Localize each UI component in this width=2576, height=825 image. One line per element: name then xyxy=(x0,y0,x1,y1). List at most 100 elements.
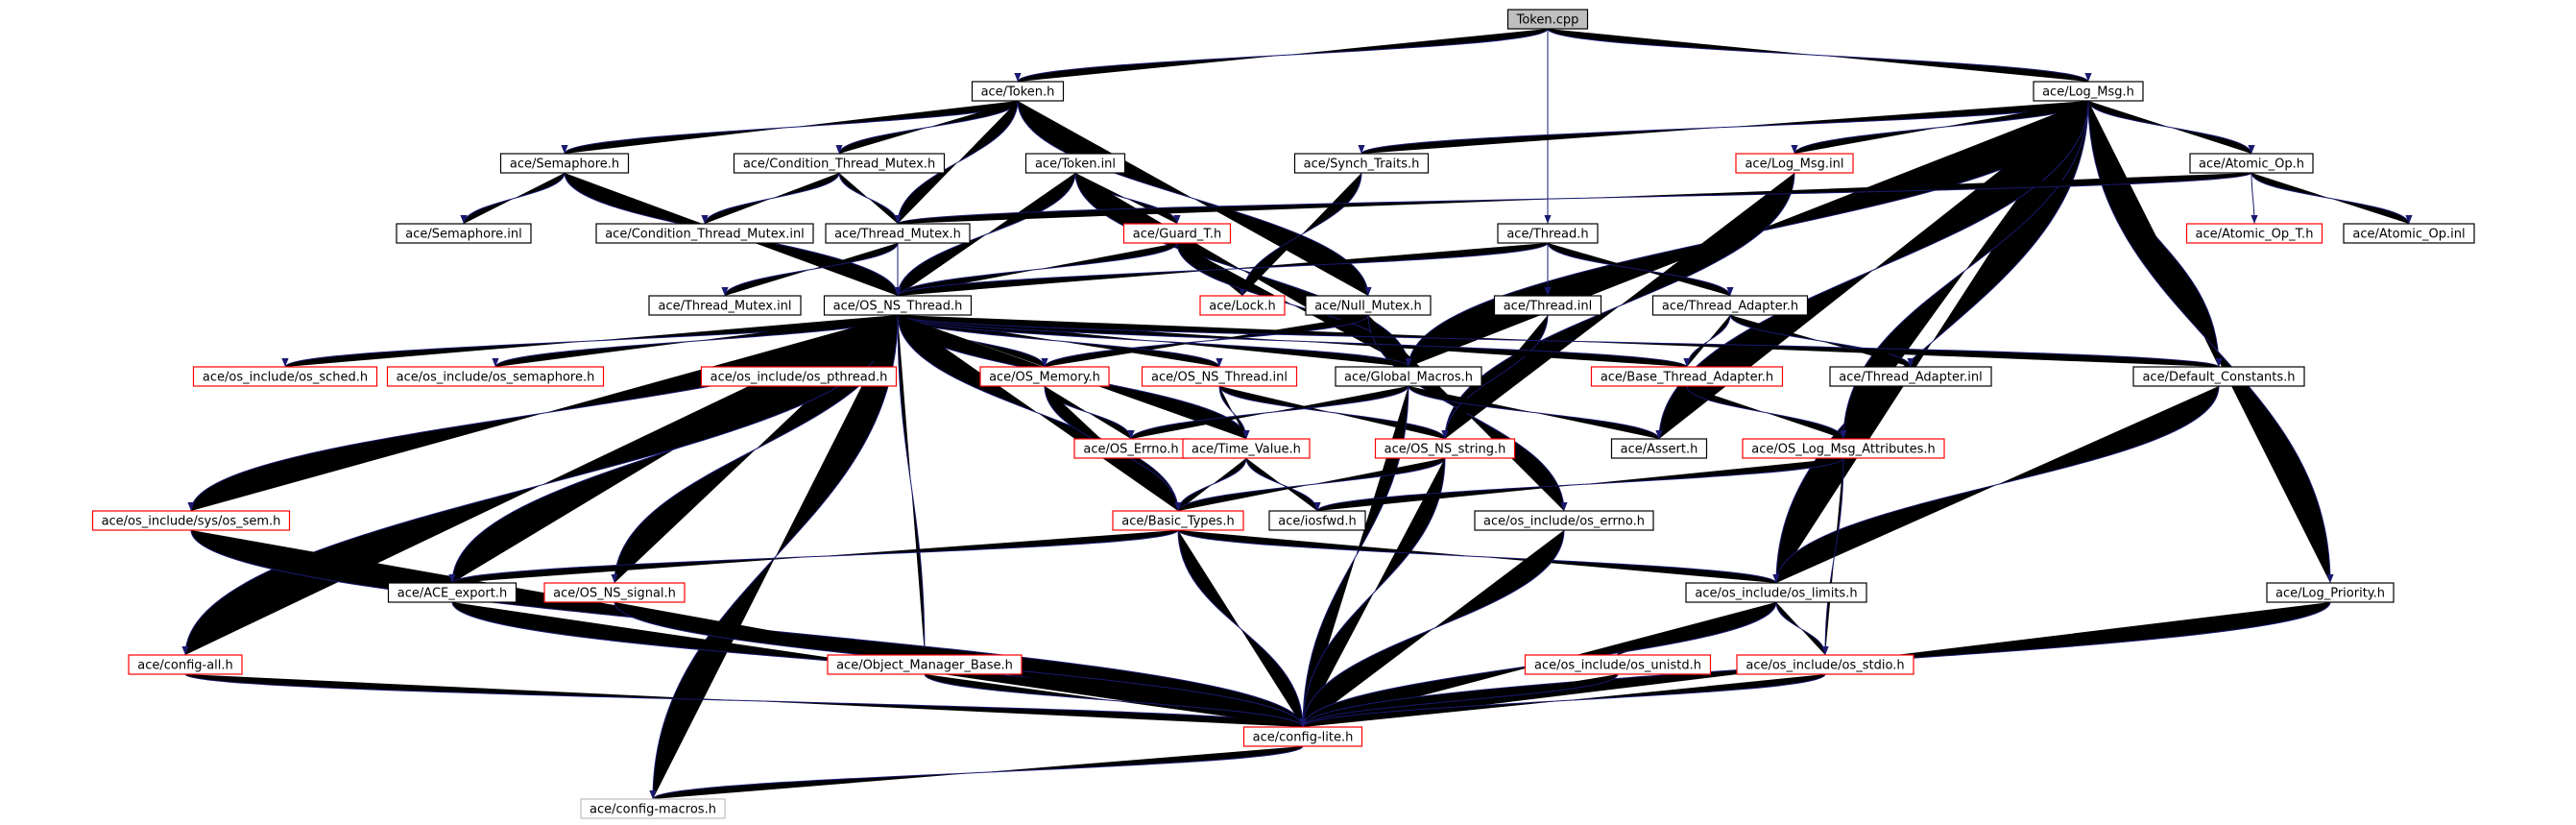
node-box xyxy=(1497,223,1599,244)
node-label: ace/Condition_Thread_Mutex.h xyxy=(743,158,935,172)
node-guard-t-h[interactable]: ace/Guard_T.h xyxy=(1122,223,1232,244)
node-box xyxy=(1610,438,1708,459)
node-assert-h[interactable]: ace/Assert.h xyxy=(1610,438,1708,459)
node-box xyxy=(1141,366,1298,387)
node-atomic-op-inl[interactable]: ace/Atomic_Op.inl xyxy=(2343,223,2475,244)
node-os-errno-inc-h[interactable]: ace/os_include/os_errno.h xyxy=(1474,510,1654,531)
node-os-sched-h[interactable]: ace/os_include/os_sched.h xyxy=(192,366,378,387)
node-lock-h[interactable]: ace/Lock.h xyxy=(1199,295,1286,316)
edge-os_errno_inc_h-to-config_lite_h xyxy=(1299,529,1565,728)
node-box xyxy=(580,798,726,819)
edge-basic_types_h-to-ace_export_h xyxy=(448,529,1179,584)
node-os-limits-h[interactable]: ace/os_include/os_limits.h xyxy=(1685,582,1867,603)
node-box xyxy=(700,366,898,387)
edge-object_manager_base_h-to-config_lite_h xyxy=(924,673,1307,728)
node-log-msg-h[interactable]: ace/Log_Msg.h xyxy=(2033,81,2144,102)
node-label: ace/os_include/os_limits.h xyxy=(1695,587,1857,601)
node-os-sys-sem-h[interactable]: ace/os_include/sys/os_sem.h xyxy=(91,510,291,531)
node-semaphore-h[interactable]: ace/Semaphore.h xyxy=(499,153,630,174)
node-basic-types-h[interactable]: ace/Basic_Types.h xyxy=(1112,510,1244,531)
node-os-ns-string-h[interactable]: ace/OS_NS_string.h xyxy=(1374,438,1516,459)
node-thread-adapter-h[interactable]: ace/Thread_Adapter.h xyxy=(1651,295,1809,316)
edge-global_macros_h-to-assert_h xyxy=(1408,385,1663,440)
node-box xyxy=(192,366,378,387)
node-atomic-op-t-h[interactable]: ace/Atomic_Op_T.h xyxy=(2185,223,2323,244)
node-object-manager-base-h[interactable]: ace/Object_Manager_Base.h xyxy=(827,654,1023,675)
node-label: ace/OS_Memory.h xyxy=(989,371,1100,385)
node-box xyxy=(2185,223,2323,244)
node-atomic-op-h[interactable]: ace/Atomic_Op.h xyxy=(2189,153,2314,174)
node-box xyxy=(648,295,802,316)
node-label: ace/OS_Errno.h xyxy=(1083,443,1178,457)
node-token-h[interactable]: ace/Token.h xyxy=(971,81,1065,102)
node-base-thread-adapter-h[interactable]: ace/Base_Thread_Adapter.h xyxy=(1590,366,1784,387)
edge-thread_inl-to-os_ns_string_h xyxy=(1441,314,1549,440)
node-null-mutex-h[interactable]: ace/Null_Mutex.h xyxy=(1305,295,1432,316)
edge-token_h-to-thread_mutex_h xyxy=(894,100,1019,225)
node-box xyxy=(1112,510,1244,531)
node-synch-traits-h[interactable]: ace/Synch_Traits.h xyxy=(1293,153,1430,174)
node-os-stdio-h[interactable]: ace/os_include/os_stdio.h xyxy=(1736,654,1914,675)
node-label: ace/os_include/os_sched.h xyxy=(203,371,368,385)
edge-default_constants_h-to-os_limits_h xyxy=(1772,385,2220,584)
node-cond-mutex-inl[interactable]: ace/Condition_Thread_Mutex.inl xyxy=(595,223,814,244)
node-label: ace/Log_Msg.inl xyxy=(1745,158,1843,172)
node-semaphore-inl[interactable]: ace/Semaphore.inl xyxy=(396,223,532,244)
node-os-ns-thread-inl[interactable]: ace/OS_NS_Thread.inl xyxy=(1141,366,1298,387)
node-box xyxy=(2189,153,2314,174)
node-box xyxy=(1685,582,1867,603)
edge-log_msg_h-to-atomic_op_h xyxy=(2087,100,2255,155)
node-label: ace/Base_Thread_Adapter.h xyxy=(1601,371,1773,385)
node-label: ace/Lock.h xyxy=(1209,300,1276,314)
node-label: ace/Thread_Mutex.inl xyxy=(658,300,791,314)
node-config-macros-h[interactable]: ace/config-macros.h xyxy=(580,798,726,819)
node-global-macros-h[interactable]: ace/Global_Macros.h xyxy=(1335,366,1482,387)
node-os-unistd-h[interactable]: ace/os_include/os_unistd.h xyxy=(1524,654,1712,675)
node-label: ace/Token.inl xyxy=(1035,158,1116,172)
node-os-log-msg-attr-h[interactable]: ace/OS_Log_Msg_Attributes.h xyxy=(1742,438,1945,459)
node-label: ace/Semaphore.h xyxy=(510,158,619,172)
node-log-msg-inl[interactable]: ace/Log_Msg.inl xyxy=(1735,153,1854,174)
node-box xyxy=(396,223,532,244)
node-label: ace/Null_Mutex.h xyxy=(1314,300,1422,314)
node-ace-export-h[interactable]: ace/ACE_export.h xyxy=(387,582,518,603)
node-time-value-h[interactable]: ace/Time_Value.h xyxy=(1182,438,1311,459)
edge-token_cpp-to-token_h xyxy=(1014,28,1549,83)
edge-os_ns_thread_h-to-object_manager_base_h xyxy=(897,314,928,656)
node-box xyxy=(128,654,243,675)
node-os-pthread-h[interactable]: ace/os_include/os_pthread.h xyxy=(700,366,898,387)
node-os-ns-thread-h[interactable]: ace/OS_NS_Thread.h xyxy=(823,295,973,316)
node-thread-adapter-inl[interactable]: ace/Thread_Adapter.inl xyxy=(1829,366,1992,387)
node-label: ace/Global_Macros.h xyxy=(1344,371,1473,385)
node-os-semaphore-h[interactable]: ace/os_include/os_semaphore.h xyxy=(386,366,605,387)
node-label: ace/Atomic_Op_T.h xyxy=(2196,228,2314,242)
edge-basic_types_h-to-config_lite_h xyxy=(1177,529,1307,728)
node-iosfwd-h[interactable]: ace/iosfwd.h xyxy=(1268,510,1366,531)
node-default-constants-h[interactable]: ace/Default_Constants.h xyxy=(2132,366,2305,387)
node-label: ace/Atomic_Op.inl xyxy=(2352,228,2465,242)
node-os-memory-h[interactable]: ace/OS_Memory.h xyxy=(979,366,1110,387)
node-config-lite-h[interactable]: ace/config-lite.h xyxy=(1242,726,1363,747)
node-thread-inl[interactable]: ace/Thread.inl xyxy=(1493,295,1602,316)
node-thread-mutex-inl[interactable]: ace/Thread_Mutex.inl xyxy=(648,295,802,316)
node-token-inl[interactable]: ace/Token.inl xyxy=(1024,153,1126,174)
node-label: ace/Log_Priority.h xyxy=(2275,587,2385,601)
node-label: ace/Object_Manager_Base.h xyxy=(836,659,1013,673)
node-box xyxy=(91,510,291,531)
node-os-errno-h[interactable]: ace/OS_Errno.h xyxy=(1073,438,1189,459)
node-label: Token.cpp xyxy=(1516,13,1579,28)
node-label: ace/Basic_Types.h xyxy=(1121,515,1234,529)
node-thread-h[interactable]: ace/Thread.h xyxy=(1497,223,1599,244)
node-log-priority-h[interactable]: ace/Log_Priority.h xyxy=(2266,582,2395,603)
node-label: ace/Time_Value.h xyxy=(1192,443,1301,457)
node-label: ace/Thread_Mutex.h xyxy=(834,228,961,242)
edge-basic_types_h-to-os_limits_h xyxy=(1177,529,1780,584)
edge-os_ns_thread_h-to-config_macros_h xyxy=(649,314,899,800)
node-thread-mutex-h[interactable]: ace/Thread_Mutex.h xyxy=(825,223,971,244)
node-os-ns-signal-h[interactable]: ace/OS_NS_signal.h xyxy=(543,582,686,603)
edge-os_ns_thread_inl-to-time_value_h xyxy=(1218,385,1250,440)
edge-thread_h-to-os_ns_thread_h xyxy=(894,242,1549,297)
node-cond-mutex-h[interactable]: ace/Condition_Thread_Mutex.h xyxy=(733,153,946,174)
node-config-all-h[interactable]: ace/config-all.h xyxy=(128,654,243,675)
